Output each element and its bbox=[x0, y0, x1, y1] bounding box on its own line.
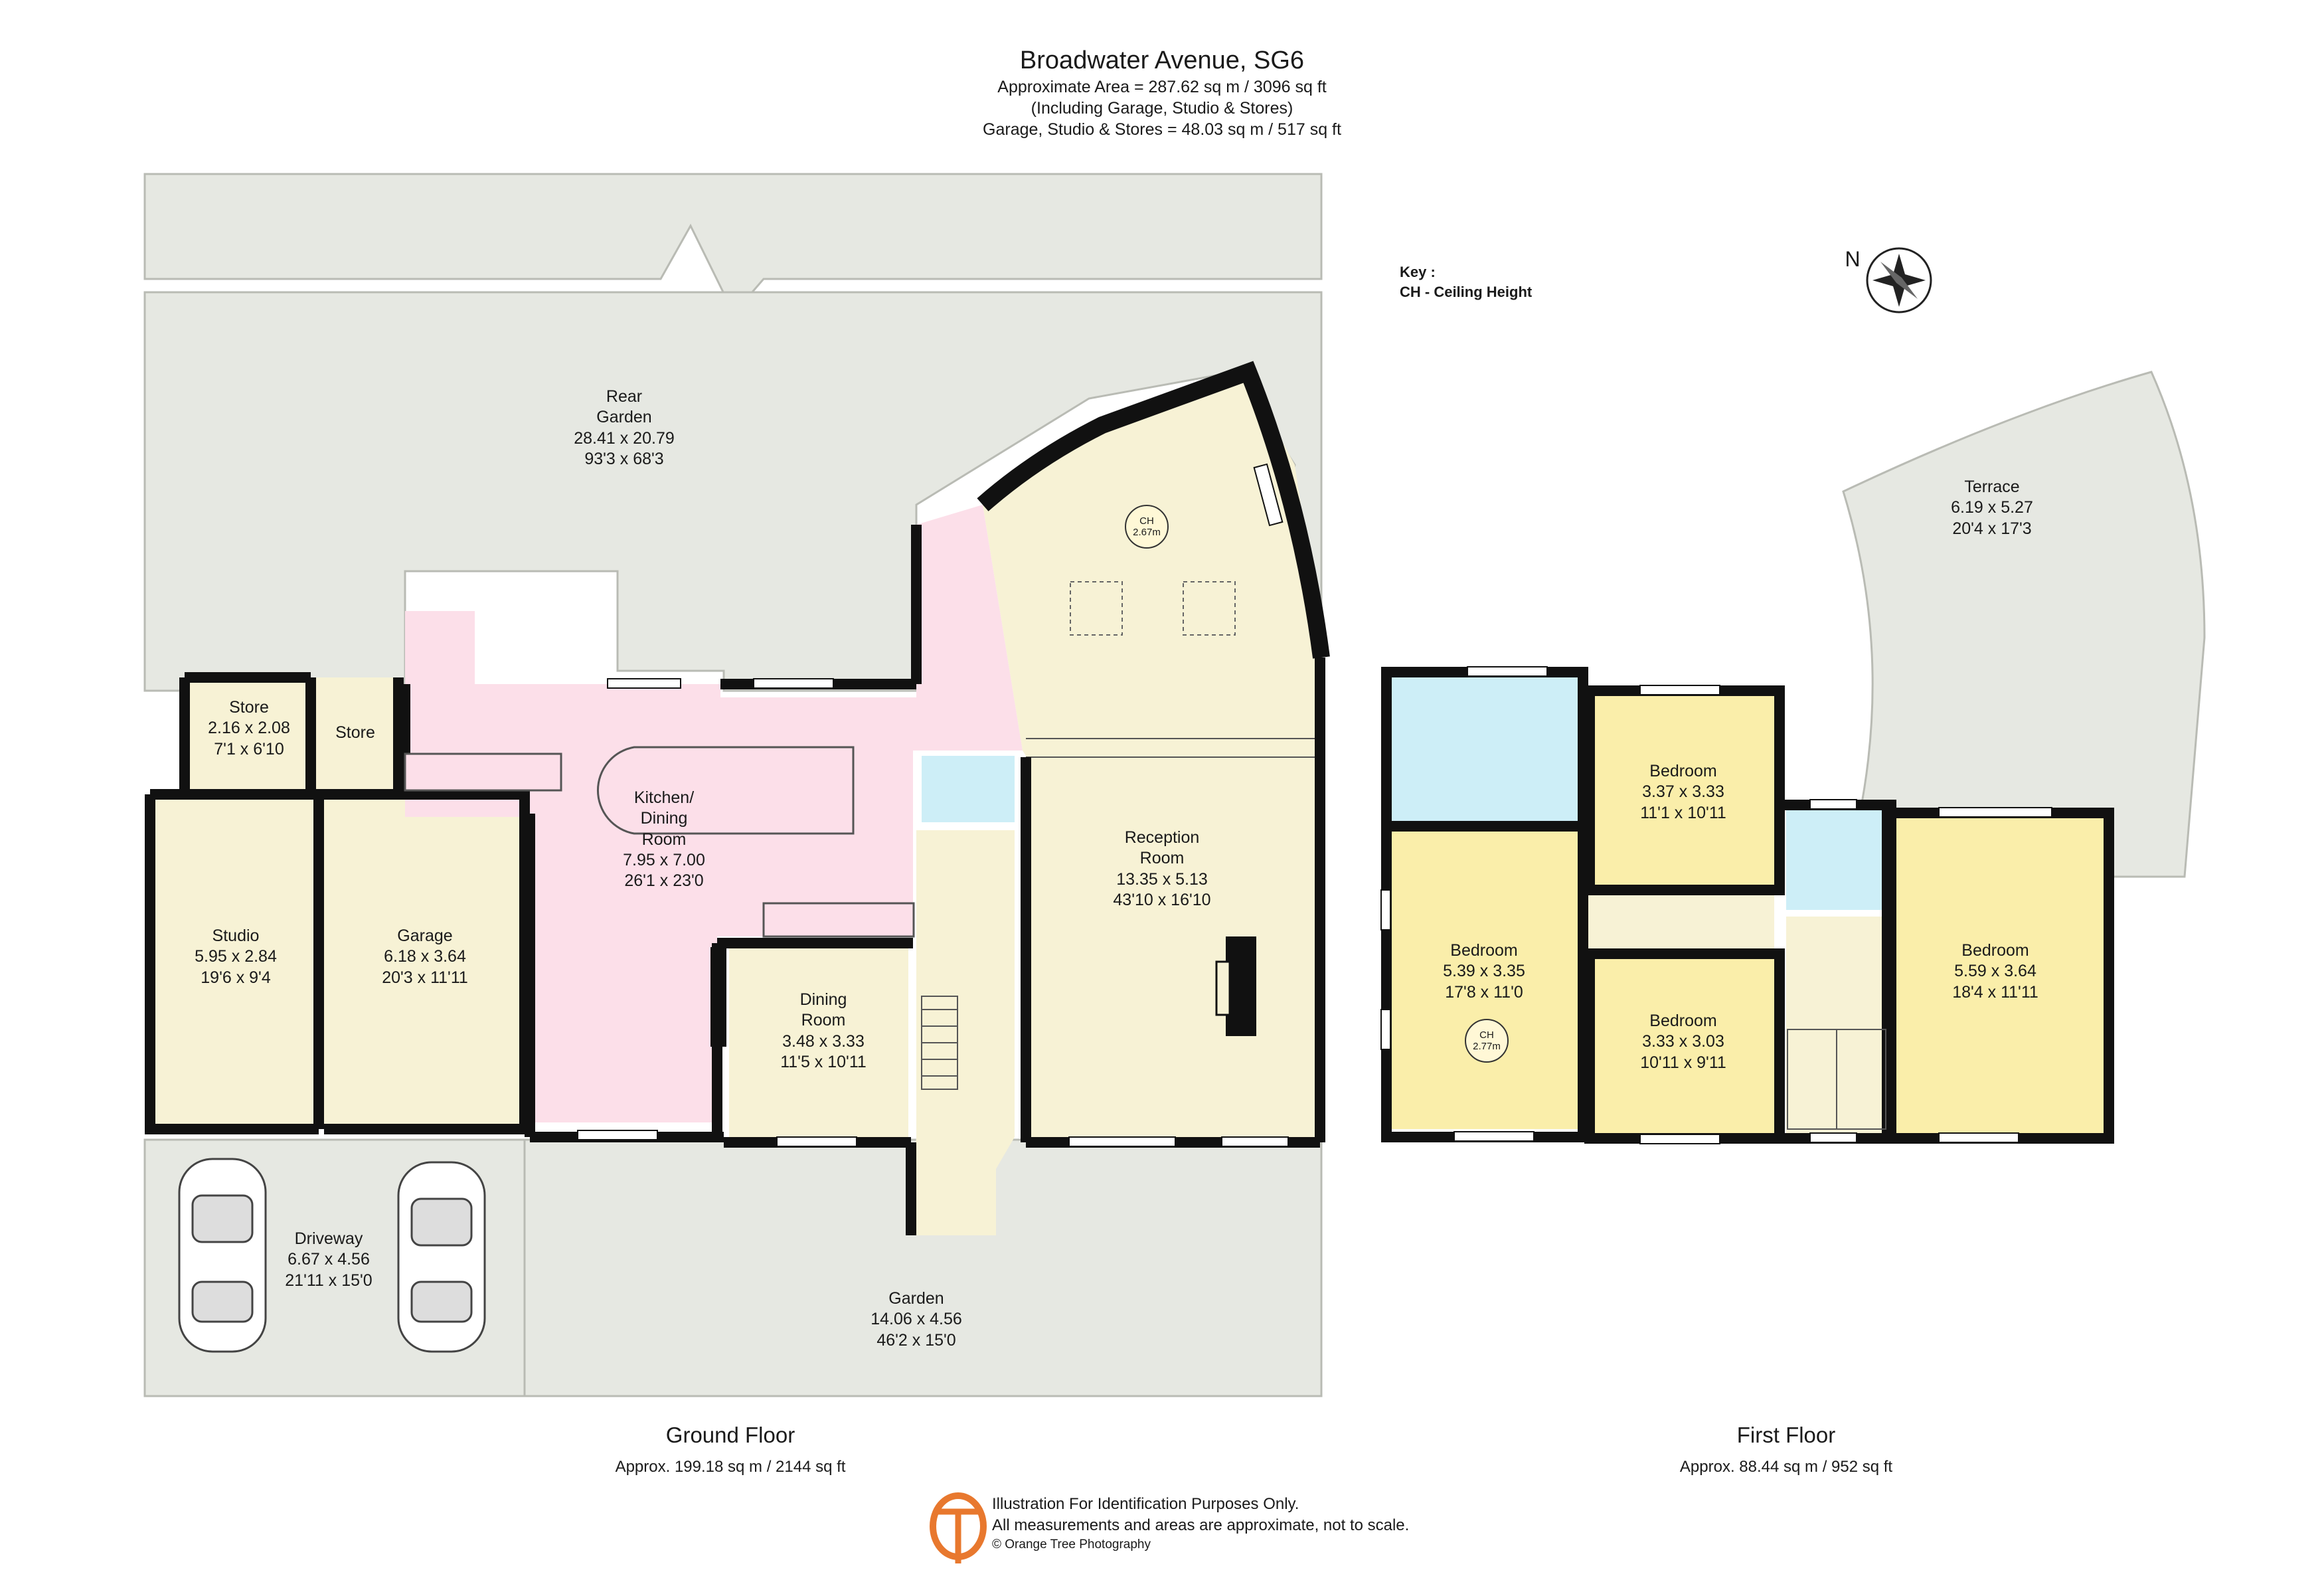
reception-label: Reception Room 13.35 x 5.13 43'10 x 16'1… bbox=[1113, 828, 1211, 909]
landing-fill bbox=[1584, 891, 1774, 951]
garage-area-line: Garage, Studio & Stores = 48.03 sq m / 5… bbox=[983, 120, 1341, 139]
area-line: Approximate Area = 287.62 sq m / 3096 sq… bbox=[997, 78, 1327, 96]
fireplaces bbox=[710, 936, 1256, 1047]
dining-label: Dining Room 3.48 x 3.33 11'5 x 10'11 bbox=[780, 990, 867, 1071]
key-item: CH - Ceiling Height bbox=[1400, 284, 1533, 300]
disclaimer-line-1: Illustration For Identification Purposes… bbox=[992, 1495, 1299, 1513]
first-floor-caption: First Floor bbox=[1736, 1423, 1836, 1447]
studio-label: Studio 5.95 x 2.84 19'6 x 9'4 bbox=[195, 927, 277, 987]
compass-rose-icon bbox=[1866, 247, 1932, 313]
first-floor-rooms bbox=[1392, 677, 2104, 1133]
orange-tree-logo bbox=[930, 1492, 987, 1563]
car-right bbox=[397, 1161, 486, 1353]
ground-floor-walls bbox=[145, 525, 1325, 1235]
bedroom-b-fill bbox=[1392, 830, 1579, 1129]
garden-label: Garden 14.06 x 4.56 46'2 x 15'0 bbox=[871, 1289, 962, 1350]
first-stairs bbox=[1787, 1029, 1886, 1130]
first-floor-area: Approx. 88.44 sq m / 952 sq ft bbox=[1679, 1458, 1893, 1476]
reception-divider bbox=[1026, 738, 1320, 758]
store-right-label: Store bbox=[335, 723, 375, 742]
bathroom-fill bbox=[1392, 677, 1588, 825]
ground-floor-area: Approx. 199.18 sq m / 2144 sq ft bbox=[615, 1458, 846, 1476]
disclaimer-line-2: All measurements and areas are approxima… bbox=[992, 1516, 1410, 1534]
hall-fill bbox=[911, 830, 1015, 1235]
bedroom-d-fill bbox=[1892, 818, 2104, 1133]
ensuite-fill bbox=[1786, 810, 1886, 910]
kitchen-fittings bbox=[404, 746, 915, 938]
bedroom-d-label: Bedroom 5.59 x 3.64 18'4 x 11'11 bbox=[1952, 941, 2038, 1002]
page-title: Broadwater Avenue, SG6 bbox=[1019, 46, 1305, 74]
rear-garden-label: Rear Garden 28.41 x 20.79 93'3 x 68'3 bbox=[574, 387, 675, 468]
bedroom-a-fill bbox=[1595, 696, 1774, 886]
garage-fill bbox=[324, 794, 522, 1124]
ground-windows bbox=[577, 463, 1289, 1147]
store-left-fill bbox=[185, 677, 311, 789]
store-right-fill bbox=[312, 677, 398, 789]
kitchen-label: Kitchen/ Dining Room 7.95 x 7.00 26'1 x … bbox=[623, 788, 705, 890]
bedroom-c-fill bbox=[1595, 956, 1774, 1133]
terrace-label: Terrace 6.19 x 5.27 20'4 x 17'3 bbox=[1951, 478, 2033, 538]
store-left-label: Store 2.16 x 2.08 7'1 x 6'10 bbox=[208, 698, 290, 758]
driveway-label: Driveway 6.67 x 4.56 21'11 x 15'0 bbox=[285, 1229, 373, 1290]
bedroom-c-label: Bedroom 3.33 x 3.03 10'11 x 9'11 bbox=[1640, 1012, 1726, 1072]
wc-fill bbox=[922, 756, 1015, 822]
bedroom-a-label: Bedroom 3.37 x 3.33 11'1 x 10'11 bbox=[1640, 762, 1726, 822]
first-windows bbox=[1380, 666, 2052, 1144]
curved-reception-wall bbox=[977, 361, 1330, 659]
ground-floor-caption: Ground Floor bbox=[665, 1423, 795, 1447]
bedroom-b-label: Bedroom 5.39 x 3.35 17'8 x 11'0 bbox=[1443, 941, 1525, 1002]
stairs bbox=[921, 996, 958, 1090]
key-title: Key : bbox=[1400, 264, 1436, 280]
garage-label: Garage 6.18 x 3.64 20'3 x 11'11 bbox=[382, 927, 468, 987]
dining-fill bbox=[729, 943, 908, 1137]
including-line: (Including Garage, Studio & Stores) bbox=[1031, 99, 1293, 118]
cars bbox=[178, 1158, 486, 1353]
compass-label: N bbox=[1845, 247, 1861, 271]
copyright: © Orange Tree Photography bbox=[992, 1538, 1151, 1551]
studio-fill bbox=[154, 794, 319, 1124]
terrace bbox=[1842, 371, 2206, 878]
